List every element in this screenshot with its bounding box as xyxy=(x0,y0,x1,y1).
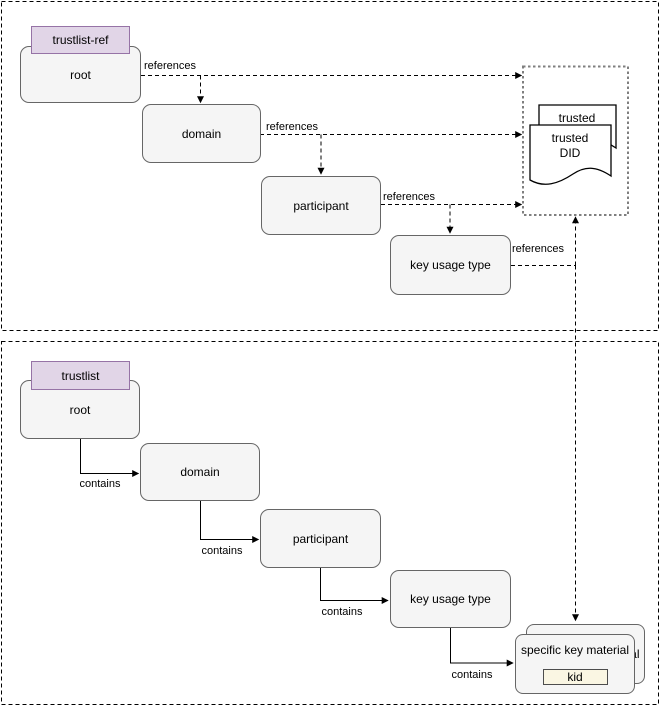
node-keyusage-ref-label: key usage type xyxy=(410,258,491,272)
trustlist-tag: trustlist xyxy=(31,361,130,390)
node-participant-ref: participant xyxy=(261,176,381,235)
edge-label-contains-4: contains xyxy=(451,669,493,681)
key-material-card-label: specific key material xyxy=(520,643,630,657)
edge-label-references-4: references xyxy=(512,243,564,255)
node-root-ref-label: root xyxy=(70,67,91,82)
edge-label-contains-1: contains xyxy=(79,478,121,490)
trustlist-tag-label: trustlist xyxy=(61,368,100,383)
trusted-document-back-title: trusted xyxy=(559,111,596,125)
node-keyusage-label: key usage type xyxy=(410,592,491,606)
trusted-did-title-line2: DID xyxy=(560,146,581,160)
kid-badge-label: kid xyxy=(567,670,583,684)
edge-label-references-3: references xyxy=(383,191,435,203)
connector-keyusage-contains-keymaterial xyxy=(450,628,514,667)
node-domain-ref: domain xyxy=(142,104,261,163)
trusted-did-title-line1: trusted xyxy=(552,131,589,145)
edge-label-references-1: references xyxy=(144,60,196,72)
connector-participant-contains-keyusage xyxy=(320,568,389,604)
node-participant: participant xyxy=(260,509,381,568)
trustlist-ref-section-border xyxy=(1,1,659,331)
node-domain: domain xyxy=(140,443,260,501)
edge-label-contains-2: contains xyxy=(201,545,243,557)
node-keyusage-ref: key usage type xyxy=(390,235,511,295)
trustlist-ref-tag-label: trustlist-ref xyxy=(52,33,109,47)
node-participant-ref-label: participant xyxy=(293,198,349,213)
trusted-did-container xyxy=(522,65,629,216)
node-participant-label: participant xyxy=(292,531,349,546)
node-domain-label: domain xyxy=(180,465,220,479)
node-domain-ref-label: domain xyxy=(181,126,222,141)
key-material-card: specific key material kid xyxy=(515,634,635,694)
kid-badge: kid xyxy=(542,669,608,685)
connector-root-contains-domain xyxy=(80,439,140,477)
trusted-did-document-front xyxy=(529,124,612,185)
trustlist-ref-tag: trustlist-ref xyxy=(31,26,130,54)
node-root-ref: root xyxy=(20,46,141,103)
node-root-label: root xyxy=(69,402,91,417)
trustlist-section-border xyxy=(1,341,659,705)
connector-domain-contains-participant xyxy=(200,501,260,543)
edge-label-references-2: references xyxy=(266,121,318,133)
edge-label-contains-3: contains xyxy=(321,606,363,618)
node-keyusage: key usage type xyxy=(390,570,511,628)
